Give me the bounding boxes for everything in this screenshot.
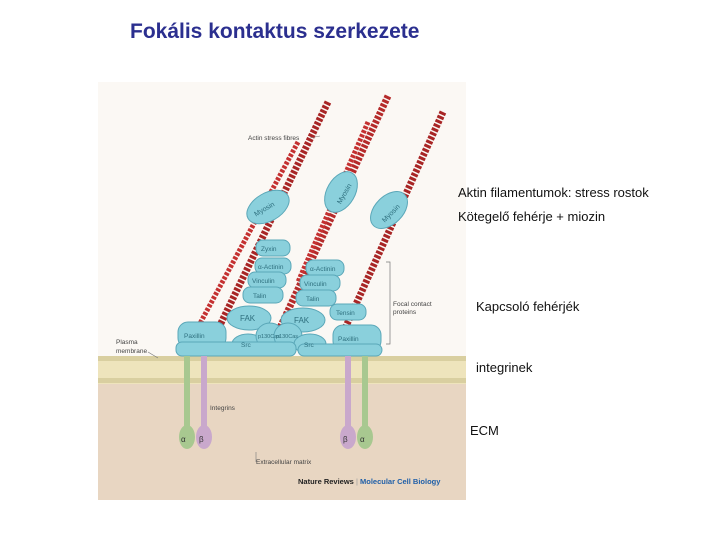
integrins-label: Integrins — [210, 405, 236, 412]
caption-integrins: integrinek — [476, 360, 533, 375]
ecm-region — [98, 382, 466, 500]
caption-actin: Aktin filamentumok: stress rostok — [458, 185, 649, 200]
src-label-left: Src — [241, 342, 252, 349]
caption-ecm: ECM — [470, 423, 499, 438]
caption-bundling: Kötegelő fehérje + miozin — [458, 209, 606, 224]
paxillin-label-right: Paxillin — [338, 336, 359, 343]
actinin-label-2: α-Actinin — [310, 266, 336, 273]
talin-box-2 — [295, 289, 337, 307]
credit-journal-2: Molecular Cell Biology — [360, 477, 441, 486]
tensin-box — [329, 303, 367, 321]
alpha-right-label: α — [360, 435, 365, 444]
actinin-label-1: α-Actinin — [258, 264, 284, 271]
actin-stress-fibres-label: Actin stress fibres — [248, 135, 300, 142]
page-title: Fokális kontaktus szerkezete — [130, 20, 420, 43]
beta-left-label: β — [199, 435, 204, 444]
zyxin-label: Zyxin — [261, 246, 277, 253]
plasma-membrane-label-1: Plasma — [116, 339, 138, 346]
integrin-tail-right — [297, 343, 383, 357]
focal-contact-label-1: Focal contact — [393, 301, 432, 308]
p130cas-label-right: p130Cas — [276, 334, 298, 340]
extracellular-matrix-label: Extracellular matrix — [256, 459, 312, 466]
zyxin-box — [255, 239, 291, 257]
alpha-left-label: α — [181, 435, 186, 444]
figure-svg: Myosin Myosin Myosin Zyxin α-Acti — [98, 94, 466, 500]
vinculin-label-1: Vinculin — [252, 278, 275, 285]
credit-journal-1: Nature Reviews — [298, 477, 354, 486]
caption-adaptor: Kapcsoló fehérjék — [476, 299, 580, 314]
figure-credit: Nature Reviews | Molecular Cell Biology — [298, 477, 440, 486]
paxillin-label-left: Paxillin — [184, 333, 205, 340]
actin-fibre-1 — [204, 100, 332, 352]
focal-contact-bracket — [386, 261, 391, 345]
beta-right-label: β — [343, 435, 348, 444]
membrane-heads — [98, 356, 466, 383]
actin-fibre-2 — [274, 94, 392, 334]
vinculin-label-2: Vinculin — [304, 281, 327, 288]
tensin-label: Tensin — [336, 310, 355, 317]
myosin-3 — [370, 191, 408, 229]
focal-contact-label-2: proteins — [393, 309, 417, 316]
fak-label-right: FAK — [294, 316, 310, 325]
p130cas-label-left: p130Cas — [258, 334, 280, 340]
credit-separator: | — [355, 477, 358, 486]
fak-left — [226, 305, 272, 331]
talin-label-1: Talin — [253, 293, 267, 300]
fak-label-left: FAK — [240, 314, 256, 323]
myosin-molecules — [246, 171, 408, 229]
src-label-right: Src — [304, 342, 315, 349]
integrin-tail-left — [175, 341, 297, 357]
focal-contact-proteins — [175, 239, 383, 357]
talin-box-1 — [242, 286, 284, 304]
myosin-1 — [246, 189, 290, 225]
integrin-right — [340, 356, 373, 449]
talin-label-2: Talin — [306, 296, 320, 303]
focal-contact-figure: Myosin Myosin Myosin Zyxin α-Acti — [98, 82, 466, 500]
integrin-left — [179, 356, 212, 449]
plasma-membrane-label-2: membrane — [116, 348, 147, 355]
myosin-2 — [324, 171, 358, 213]
